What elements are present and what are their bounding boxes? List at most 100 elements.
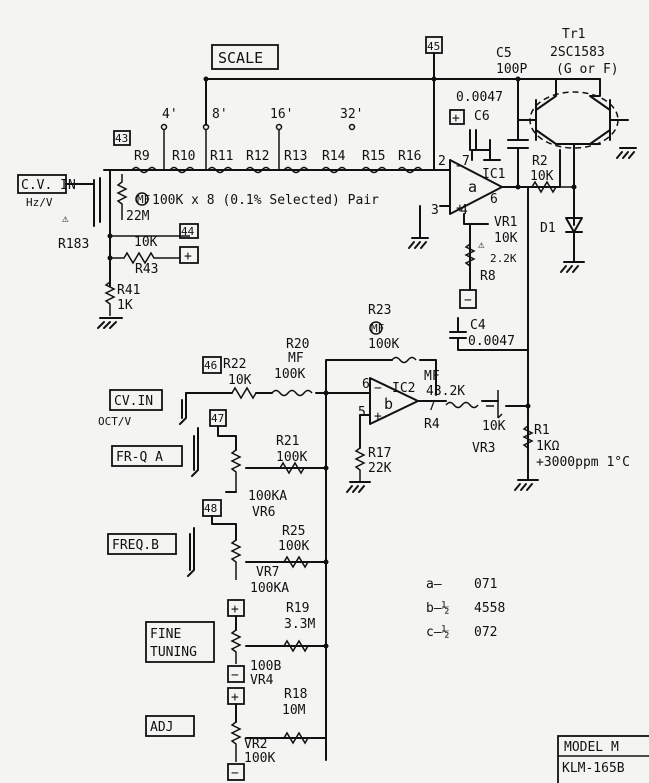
r22-label: R22: [223, 357, 246, 372]
r21-resistor: [279, 461, 305, 475]
r20-label: R20: [286, 337, 309, 352]
tap-label-4: 4': [162, 107, 178, 122]
r21-value: 100K: [276, 450, 307, 465]
r43-value: 10K: [134, 235, 158, 250]
ground-symbol-r1: [514, 479, 539, 491]
ic-legend-a-key: a—: [426, 577, 442, 592]
freq-b-label: FREQ.B: [112, 538, 159, 553]
tap-label-32: 32': [340, 107, 363, 122]
r23-resistor: [391, 356, 417, 364]
label-r10: R10: [172, 149, 195, 164]
r2-label: R2: [532, 154, 548, 169]
r22-resistor: [231, 386, 257, 400]
r17-value: 22K: [368, 461, 392, 476]
svg-text:3: 3: [431, 203, 439, 218]
adj-label: ADJ: [150, 720, 173, 735]
vr7-label: VR7: [256, 565, 279, 580]
svg-text:MF: MF: [371, 322, 384, 335]
r20-value: 100K: [274, 367, 305, 382]
svg-text:45: 45: [427, 40, 440, 53]
r43-resistor: [110, 235, 190, 265]
r25-value: 100K: [278, 539, 309, 554]
vr2-label: VR2: [244, 737, 267, 752]
vr3-value: 10K: [482, 419, 506, 434]
r1-tempco: +3000ppm 1°C: [536, 455, 630, 470]
cv-in-hz-unit: Hz/V: [26, 196, 53, 209]
tr1-grade: (G or F): [556, 62, 619, 77]
r25-resistor: [283, 555, 309, 569]
c6-label: C6: [474, 109, 490, 124]
svg-text:46: 46: [204, 359, 217, 372]
svg-text:MF: MF: [137, 193, 150, 206]
label-r13: R13: [284, 149, 307, 164]
tr1-label: Tr1: [562, 27, 585, 42]
svg-text:7: 7: [428, 399, 436, 414]
freq-a-label: FR-Q A: [116, 450, 163, 465]
svg-text:−: −: [464, 293, 472, 308]
svg-text:6: 6: [362, 377, 370, 392]
r4-label: R4: [424, 417, 440, 432]
r17-label: R17: [368, 446, 391, 461]
ic-legend-c-value: 072: [474, 625, 497, 640]
fine-tuning-label-2: TUNING: [150, 645, 197, 660]
label-r9: R9: [134, 149, 150, 164]
ic1-label: IC1: [482, 167, 505, 182]
svg-text:−: −: [374, 381, 382, 396]
scale-label-box: [211, 44, 279, 70]
svg-text:−: −: [456, 159, 464, 174]
c4-label: C4: [470, 318, 486, 333]
c5-capacitor: [507, 78, 529, 188]
svg-text:6: 6: [490, 192, 498, 207]
label-r14: R14: [322, 149, 346, 164]
r4-resistor: [445, 401, 479, 409]
fine-tuning-label-1: FINE: [150, 627, 181, 642]
r183-resistor: [116, 174, 128, 220]
adj-box: [145, 715, 195, 737]
r1-value: 1KΩ: [536, 439, 560, 454]
title-block-number: KLM-165B: [562, 761, 625, 776]
vr4-pot: [230, 629, 242, 664]
freq-a-jack: [191, 427, 199, 477]
r2-value: 10K: [530, 169, 554, 184]
ic2-opamp: [369, 377, 419, 425]
ic-legend-b-key: b—½: [426, 601, 450, 616]
c6-capacitor: [469, 129, 501, 161]
ic1-opamp: [449, 159, 503, 215]
r20-resistor: [271, 389, 313, 397]
c4-capacitor: [449, 317, 529, 351]
cv-in-hz-label: C.V. IN: [21, 178, 76, 193]
svg-text:+: +: [231, 602, 239, 617]
cv-in-oct-unit: OCT/V: [98, 415, 131, 428]
ground-symbol-r17: [346, 481, 371, 493]
svg-text:7: 7: [462, 154, 470, 169]
r19-label: R19: [286, 601, 309, 616]
resistor-chain: [121, 166, 441, 174]
c5-value: 100P: [496, 62, 527, 77]
r2-resistor: [518, 180, 574, 194]
svg-text:44: 44: [181, 225, 195, 238]
r19-value: 3.3M: [284, 617, 315, 632]
label-r16: R16: [398, 149, 421, 164]
r18-value: 10M: [282, 703, 306, 718]
r4-value: 43.2K: [426, 384, 465, 399]
label-r15: R15: [362, 149, 385, 164]
r23-mf-mark: [369, 321, 383, 335]
c6-polarity-box: [449, 109, 465, 125]
c5-label: C5: [496, 46, 512, 61]
svg-text:+: +: [184, 249, 192, 264]
svg-text:48: 48: [204, 502, 217, 515]
svg-text:5: 5: [358, 405, 366, 420]
chain-note: 100K x 8 (0.1% Selected) Pair: [152, 193, 379, 208]
r1-resistor: [522, 425, 534, 449]
ic-legend-b-value: 4558: [474, 601, 505, 616]
r23-value: 100K: [368, 337, 399, 352]
ic1-section: a: [468, 178, 477, 196]
terminal-minus-1: [459, 289, 477, 309]
scale-label: SCALE: [218, 49, 263, 67]
freq-b-box: [107, 533, 177, 555]
r21-label: R21: [276, 434, 299, 449]
ground-symbol-ic1: [408, 169, 451, 249]
c4-value: 0.0047: [468, 334, 515, 349]
vr1-value: 10K: [494, 231, 518, 246]
